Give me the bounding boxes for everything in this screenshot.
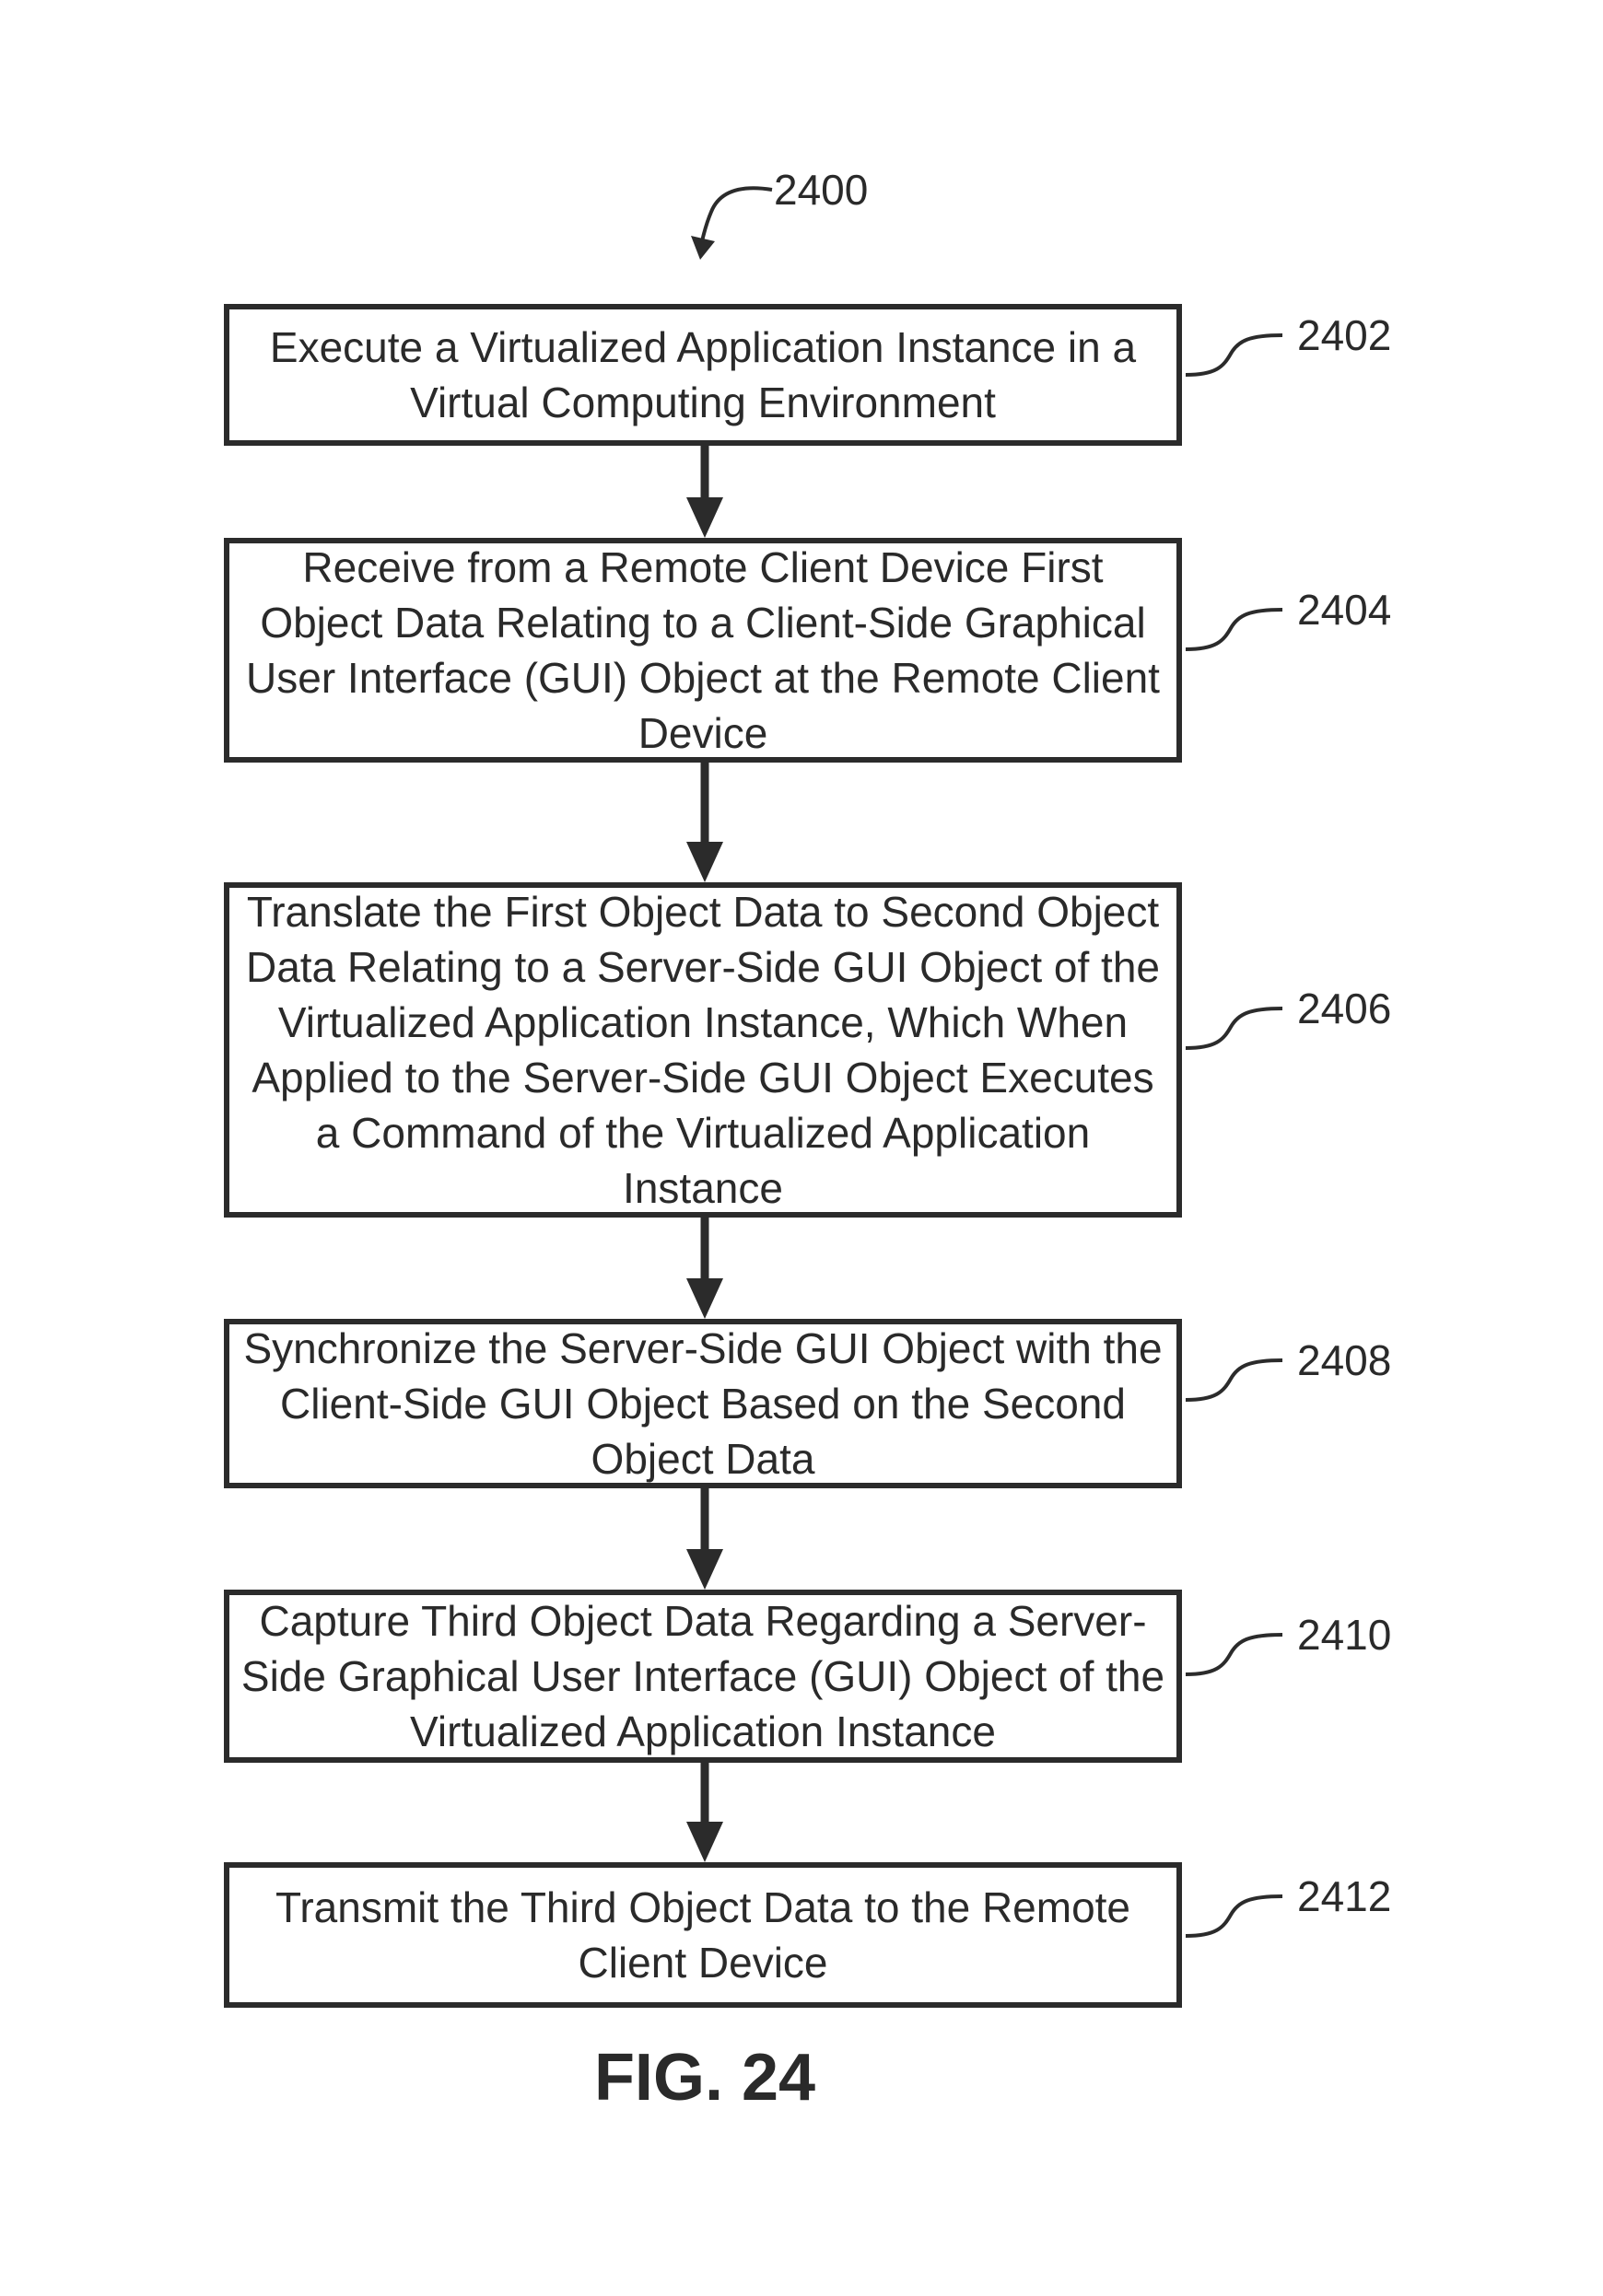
figure-ref-leader bbox=[702, 188, 772, 241]
arrow-2410-to-2412 bbox=[686, 1763, 723, 1862]
arrow-2408-to-2410 bbox=[686, 1488, 723, 1590]
step-ref-2410: 2410 bbox=[1297, 1611, 1391, 1659]
step-ref-2406: 2406 bbox=[1297, 985, 1391, 1032]
ref-leader-2404 bbox=[1186, 610, 1282, 649]
figure-ref-leader-arrowhead bbox=[691, 236, 715, 260]
step-text-2402: Execute a Virtualized Application Instan… bbox=[229, 320, 1176, 430]
step-ref-2402: 2402 bbox=[1297, 311, 1391, 359]
ref-leader-2408 bbox=[1186, 1360, 1282, 1400]
step-box-2404: Receive from a Remote Client Device Firs… bbox=[224, 538, 1182, 763]
arrow-2404-to-2406 bbox=[686, 763, 723, 882]
step-box-2408: Synchronize the Server-Side GUI Object w… bbox=[224, 1319, 1182, 1488]
ref-leader-2402 bbox=[1186, 335, 1282, 375]
step-box-2412: Transmit the Third Object Data to the Re… bbox=[224, 1862, 1182, 2008]
step-box-2406: Translate the First Object Data to Secon… bbox=[224, 882, 1182, 1218]
step-text-2406: Translate the First Object Data to Secon… bbox=[229, 884, 1176, 1216]
step-text-2410: Capture Third Object Data Regarding a Se… bbox=[229, 1593, 1176, 1759]
step-ref-2404: 2404 bbox=[1297, 586, 1391, 634]
step-box-2410: Capture Third Object Data Regarding a Se… bbox=[224, 1590, 1182, 1763]
step-text-2408: Synchronize the Server-Side GUI Object w… bbox=[229, 1321, 1176, 1486]
ref-leader-2406 bbox=[1186, 1008, 1282, 1048]
figure-reference-number: 2400 bbox=[774, 166, 868, 214]
ref-leader-2410 bbox=[1186, 1635, 1282, 1674]
figure-title: FIG. 24 bbox=[0, 2039, 1410, 2116]
arrow-2402-to-2404 bbox=[686, 446, 723, 538]
step-text-2412: Transmit the Third Object Data to the Re… bbox=[229, 1880, 1176, 1990]
arrow-2406-to-2408 bbox=[686, 1218, 723, 1319]
step-ref-2412: 2412 bbox=[1297, 1872, 1391, 1920]
step-box-2402: Execute a Virtualized Application Instan… bbox=[224, 304, 1182, 446]
step-text-2404: Receive from a Remote Client Device Firs… bbox=[229, 540, 1176, 761]
step-ref-2408: 2408 bbox=[1297, 1336, 1391, 1384]
ref-leader-2412 bbox=[1186, 1896, 1282, 1936]
